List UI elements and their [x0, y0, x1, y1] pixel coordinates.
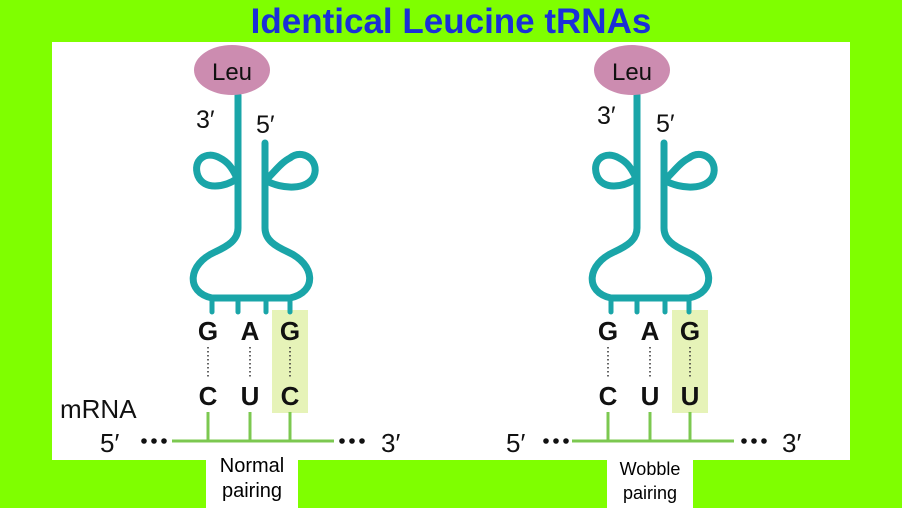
page-title: Identical Leucine tRNAs	[250, 2, 652, 41]
pairing-label-line-1: Normal	[219, 455, 285, 477]
wobble-highlight-box	[672, 310, 708, 413]
trna-backbone	[189, 91, 319, 315]
pairing-label-line-2: pairing	[622, 483, 678, 503]
leucine-amino-acid	[594, 45, 670, 95]
trna-t-loop	[261, 150, 319, 191]
codon-base-1: C	[599, 381, 618, 411]
anticodon-stubs	[209, 295, 293, 315]
codon-base-3: U	[681, 381, 700, 411]
mrna-five-prime: 5′	[100, 428, 119, 458]
mrna-strand-right	[572, 412, 734, 443]
anticodon-base-3: G	[680, 316, 700, 346]
trna-right: Leu 3′ 5′ G A G C U U 5′ 3′	[506, 45, 801, 458]
trna-body	[588, 91, 713, 302]
trna-backbone	[588, 91, 718, 315]
leucine-amino-acid	[194, 45, 270, 95]
base-pair-dots	[207, 347, 291, 378]
amino-acid-label: Leu	[212, 59, 252, 86]
five-prime-label: 5′	[656, 110, 675, 138]
codon-base-3: C	[281, 381, 300, 411]
pairing-label-line-1: Wobble	[619, 459, 681, 479]
pairing-label-line-2: pairing	[221, 480, 283, 502]
three-prime-label: 3′	[597, 102, 616, 130]
anticodon-base-1: G	[198, 316, 218, 346]
five-prime-label: 5′	[256, 111, 275, 139]
diagram-panel	[52, 42, 850, 460]
mrna-strand-left	[172, 412, 334, 443]
normal-pairing-label: Normal pairing	[206, 452, 298, 508]
trna-t-loop	[660, 150, 718, 191]
mrna-five-prime: 5′	[506, 428, 525, 458]
anticodon-base-1: G	[598, 316, 618, 346]
mrna-three-prime: 3′	[381, 428, 400, 458]
mrna-label: mRNA	[60, 394, 137, 424]
trna-d-loop	[592, 151, 641, 190]
codon-base-1: C	[199, 381, 218, 411]
anticodon-stubs	[608, 295, 692, 315]
anticodon-base-3: G	[280, 316, 300, 346]
ellipsis-right	[543, 438, 767, 444]
three-prime-label: 3′	[196, 106, 215, 134]
anticodon-base-2: A	[241, 316, 260, 346]
wobble-pairing-label: Wobble pairing	[607, 455, 693, 508]
trna-left: Leu 3′ 5′ G A G C U C mRNA 5′ 3′	[60, 45, 400, 458]
codon-base-2: U	[241, 381, 260, 411]
amino-acid-label: Leu	[612, 59, 652, 86]
trna-body	[189, 91, 314, 302]
codon-base-2: U	[641, 381, 660, 411]
trna-d-loop	[193, 151, 242, 190]
anticodon-base-2: A	[641, 316, 660, 346]
base-pair-dots	[607, 347, 691, 378]
mrna-three-prime: 3′	[782, 428, 801, 458]
wobble-highlight-box	[272, 310, 308, 413]
ellipsis-left	[141, 438, 365, 444]
